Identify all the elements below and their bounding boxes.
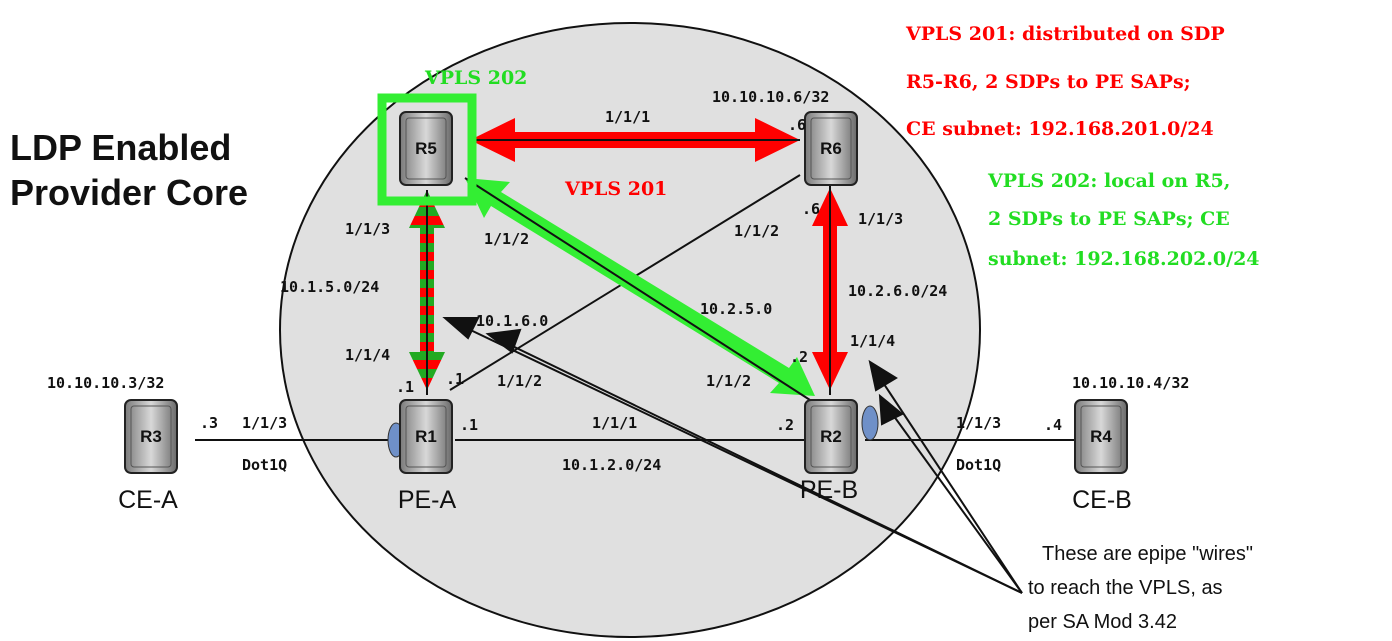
vpls201-note-3: CE subnet: 192.168.201.0/24 xyxy=(906,118,1214,140)
role-pe-b: PE-B xyxy=(800,476,858,504)
router-r6-name: R6 xyxy=(820,139,842,158)
vpls202-label: VPLS 202 xyxy=(424,67,527,89)
label-r2-port-114: 1/1/4 xyxy=(850,332,895,350)
label-r2-r4-encap: Dot1Q xyxy=(956,456,1001,474)
label-r1-host-right: .1 xyxy=(460,416,478,434)
vpls201-note-1: VPLS 201: distributed on SDP xyxy=(905,23,1225,45)
label-r1-port-112: 1/1/2 xyxy=(497,372,542,390)
vpls202-note-1: VPLS 202: local on R5, xyxy=(987,170,1230,192)
router-r6[interactable]: R6 xyxy=(804,111,858,186)
callout-line-2: to reach the VPLS, as xyxy=(1028,577,1223,599)
vpls202-note-2: 2 SDPs to PE SAPs; CE xyxy=(988,208,1230,230)
label-r2-host-left: .2 xyxy=(776,416,794,434)
r6-loopback: 10.10.10.6/32 xyxy=(712,88,829,106)
router-r2[interactable]: R2 xyxy=(804,399,858,474)
router-r2-name: R2 xyxy=(820,427,842,446)
r5-vpls202-highlight xyxy=(377,93,477,206)
label-subnet-1015: 10.1.5.0/24 xyxy=(280,278,379,296)
callout-line-3: per SA Mod 3.42 xyxy=(1028,611,1177,633)
header-line2: Provider Core xyxy=(10,172,248,213)
label-r2-host-top: .2 xyxy=(790,348,808,366)
vpls201-label: VPLS 201 xyxy=(564,178,667,200)
label-r3-r1-encap: Dot1Q xyxy=(242,456,287,474)
label-r1-r2-port: 1/1/1 xyxy=(592,414,637,432)
label-r1-port-114: 1/1/4 xyxy=(345,346,390,364)
label-r5-port-113: 1/1/3 xyxy=(345,220,390,238)
r4-loopback: 10.10.10.4/32 xyxy=(1072,374,1189,392)
label-r6-host-bottom: .6 xyxy=(802,200,820,218)
vpls202-tunnel xyxy=(464,177,815,401)
label-r2-port-112: 1/1/2 xyxy=(706,372,751,390)
label-r6-host-top: .6 xyxy=(788,116,806,134)
vpls202-note-3: subnet: 192.168.202.0/24 xyxy=(988,248,1260,270)
role-ce-b: CE-B xyxy=(1072,486,1132,514)
label-r1-host-left: .1 xyxy=(396,378,414,396)
router-r5[interactable]: R5 xyxy=(399,111,453,186)
vpls202-arrow-r5-r2 xyxy=(465,178,815,396)
router-r4[interactable]: R4 xyxy=(1074,399,1128,474)
label-subnet-1026: 10.2.6.0/24 xyxy=(848,282,947,300)
label-subnet-1025: 10.2.5.0 xyxy=(700,300,772,318)
label-r2-r4-port: 1/1/3 xyxy=(956,414,1001,432)
router-r3-name: R3 xyxy=(140,427,162,446)
router-r5-name: R5 xyxy=(415,139,437,158)
r3-loopback: 10.10.10.3/32 xyxy=(47,374,164,392)
label-r5-port-112: 1/1/2 xyxy=(484,230,529,248)
vpls201-note-2: R5-R6, 2 SDPs to PE SAPs; xyxy=(906,71,1191,93)
label-r5-r6-port: 1/1/1 xyxy=(605,108,650,126)
callout-line-1: These are epipe "wires" xyxy=(1042,543,1253,565)
label-r3-host: .3 xyxy=(200,414,218,432)
label-r4-host: .4 xyxy=(1044,416,1062,434)
router-r1-name: R1 xyxy=(415,427,437,446)
router-r1[interactable]: R1 xyxy=(399,399,453,474)
role-pe-a: PE-A xyxy=(398,486,457,514)
router-r4-name: R4 xyxy=(1090,427,1112,446)
label-r6-port-113: 1/1/3 xyxy=(858,210,903,228)
r2-sap-marker xyxy=(861,405,879,441)
role-ce-a: CE-A xyxy=(118,486,178,514)
label-r6-port-112: 1/1/2 xyxy=(734,222,779,240)
epipe-callout-arrows xyxy=(442,317,1023,594)
router-r3[interactable]: R3 xyxy=(124,399,178,474)
label-subnet-1012: 10.1.2.0/24 xyxy=(562,456,661,474)
label-subnet-1016: 10.1.6.0 xyxy=(476,312,548,330)
label-r3-r1-port: 1/1/3 xyxy=(242,414,287,432)
label-r1-host-mid: .1 xyxy=(446,370,464,388)
header-line1: LDP Enabled xyxy=(10,127,231,168)
vpls201-tunnels xyxy=(409,118,848,395)
